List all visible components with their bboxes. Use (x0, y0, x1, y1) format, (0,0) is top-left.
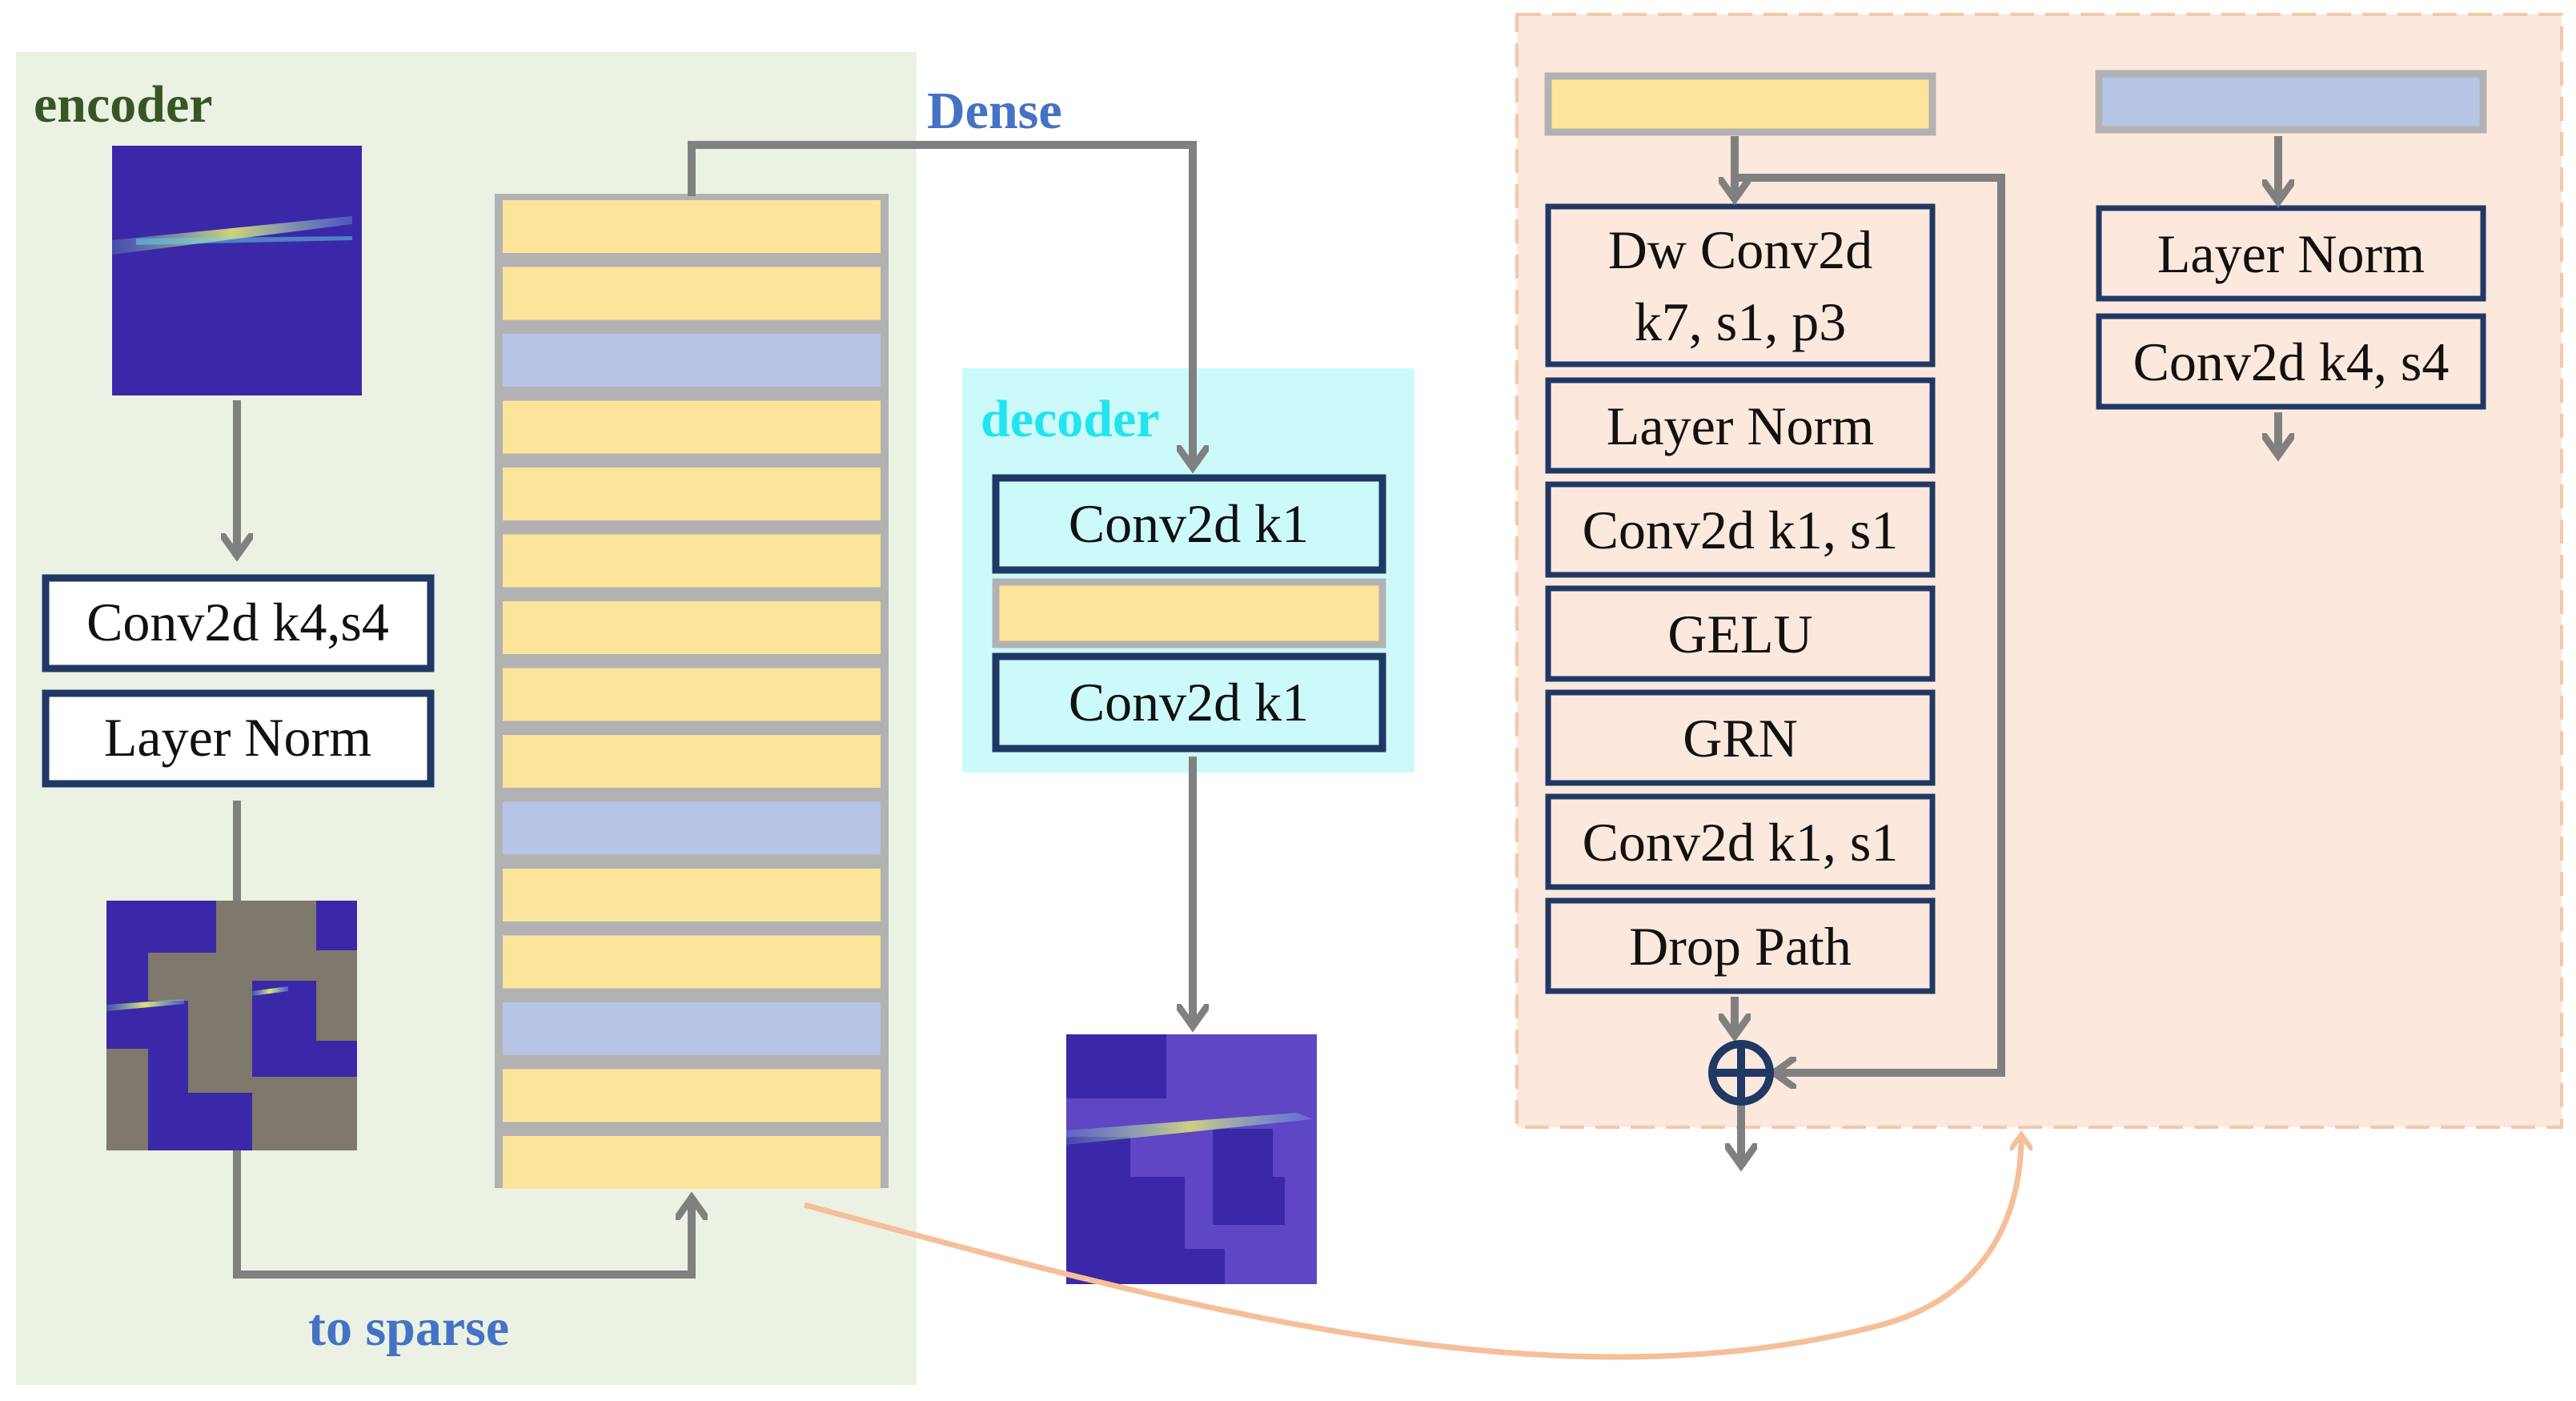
stack-block-layer (503, 935, 881, 989)
block-conv2-label: Conv2d k1, s1 (1583, 812, 1899, 873)
dwconv-label-line1: Dw Conv2d (1608, 219, 1873, 280)
arrow-dense (688, 141, 1193, 464)
encoder-norm-label: Layer Norm (104, 707, 371, 768)
droppath-label: Drop Path (1629, 916, 1852, 977)
block-norm-label: Layer Norm (1607, 395, 1874, 456)
stack-block-layer (503, 267, 881, 320)
downsample-legend-blue (2095, 70, 2487, 134)
downsample-norm-label: Layer Norm (2157, 223, 2425, 284)
masked-image (106, 901, 357, 1150)
downsample-norm-box: Layer Norm (2096, 205, 2486, 302)
stack-block-layer (503, 668, 881, 721)
stack-block-layer (503, 601, 881, 654)
stack-block-layer (503, 869, 881, 921)
layer-stack (503, 200, 881, 1189)
stack-block-layer (503, 534, 881, 588)
droppath-box: Drop Path (1545, 897, 1936, 994)
input-image (112, 146, 362, 395)
reconstructed-image (1066, 1034, 1317, 1284)
to-sparse-label: to sparse (308, 1299, 509, 1357)
arrow-to-sparse (233, 1150, 692, 1279)
gelu-box: GELU (1545, 585, 1936, 682)
stack-block-layer (503, 400, 881, 454)
block-norm-box: Layer Norm (1545, 377, 1936, 474)
block-conv1-label: Conv2d k1, s1 (1583, 500, 1899, 560)
decoder-hidden-block (992, 578, 1386, 648)
stack-block-layer (503, 468, 881, 520)
stack-block-layer (503, 1136, 881, 1189)
decoder-conv-top-label: Conv2d k1 (1069, 493, 1309, 554)
downsample-conv-box: Conv2d k4, s4 (2096, 313, 2486, 410)
stack-downsample-layer (503, 801, 881, 855)
decoder-conv-top-box: Conv2d k1 (992, 474, 1386, 574)
grn-label: GRN (1683, 708, 1798, 769)
stack-block-layer (503, 200, 881, 253)
block-conv1-box: Conv2d k1, s1 (1545, 481, 1936, 578)
decoder-label: decoder (981, 390, 1160, 448)
dwconv-label-line2: k7, s1, p3 (1635, 291, 1846, 352)
residual-add-symbol (1708, 1040, 1774, 1106)
detail-connector-curve (804, 1137, 2021, 1360)
stack-downsample-layer (503, 1002, 881, 1055)
grn-box: GRN (1545, 689, 1936, 786)
dwconv-box: Dw Conv2d k7, s1, p3 (1545, 203, 1936, 367)
block-legend-yellow (1544, 72, 1936, 136)
stack-downsample-layer (503, 334, 881, 387)
encoder-norm-box: Layer Norm (42, 689, 435, 788)
encoder-label: encoder (34, 75, 213, 134)
dense-label: Dense (927, 82, 1062, 140)
decoder-conv-bottom-box: Conv2d k1 (992, 652, 1386, 753)
stack-block-layer (503, 1069, 881, 1122)
block-conv2-box: Conv2d k1, s1 (1545, 793, 1936, 890)
arrow-residual (1735, 174, 2005, 1073)
downsample-conv-label: Conv2d k4, s4 (2133, 331, 2450, 392)
gelu-label: GELU (1667, 604, 1812, 664)
stack-block-layer (503, 735, 881, 788)
encoder-conv-label: Conv2d k4,s4 (86, 592, 389, 652)
encoder-conv-box: Conv2d k4,s4 (42, 574, 435, 672)
decoder-conv-bottom-label: Conv2d k1 (1069, 672, 1309, 733)
